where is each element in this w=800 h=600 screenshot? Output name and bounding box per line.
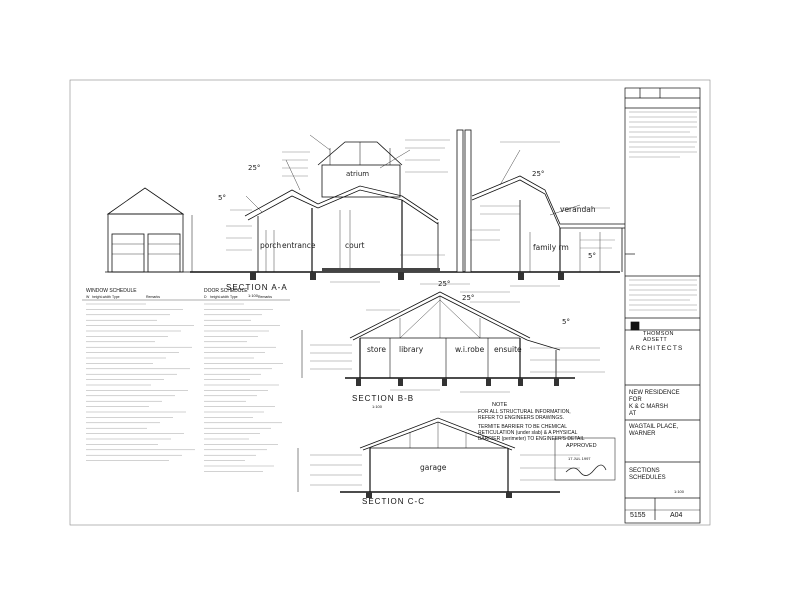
note-title: NOTE [492,402,508,408]
section-cc-notes [310,411,580,486]
window-schedule-rows [82,299,200,461]
room-label-porch: porch [260,241,281,250]
section-bb-scale: 1:100 [372,404,383,409]
door-schedule-title: DOOR SCHEDULE [204,288,248,294]
stamp-date: 17 JUL 1997 [568,456,591,461]
sheet-border [69,79,711,526]
project-line: K & C MARSH [629,404,668,410]
door-col-d: D [204,295,207,299]
project-line: WARNER [629,431,656,437]
room-label-family: family rm [533,243,569,252]
room-label-store: store [367,345,386,354]
door-schedule-rows [200,299,290,472]
project-line: NEW RESIDENCE [629,390,680,396]
firm-name-3: ARCHITECTS [630,345,684,352]
sheet-title: SECTIONS [629,468,660,474]
section-bb [301,291,575,386]
note-line: TERMITE BARRIER TO BE CHEMICAL [478,424,567,430]
section-bb-notes [310,291,605,393]
section-bb-title: SECTION B-B [352,394,414,403]
pitch-label: 25° [438,280,450,288]
schedule-titles: WINDOW SCHEDULE W height-width Type Rema… [86,288,272,299]
approval-stamp: APPROVED 17 JUL 1997 [565,443,607,476]
room-label-entrance: entrance [282,241,316,250]
section-aa-notes [226,139,615,287]
room-label-library: library [399,345,424,354]
note-line: BARRIER (perimeter) TO ENGINEER'S DETAIL [478,436,585,442]
room-label-wirobe: w.i.robe [455,345,485,354]
window-col-type: Type [112,295,120,299]
roof-pitch-labels: 25° 25° 5° 25° 25° 5° 5° [218,164,596,326]
section-cc-title: SECTION C-C [362,497,425,506]
note-line: RETICULATION (under slab) & A PHYSICAL [478,430,578,436]
project-line: AT [629,411,637,417]
project-line: FOR [629,397,642,403]
window-col-size: height-width [92,295,111,299]
window-schedule-title: WINDOW SCHEDULE [86,288,137,294]
pitch-label: 25° [248,164,260,172]
section-cc [297,417,560,498]
project-line: WAGTAIL PLACE, [629,424,678,430]
pitch-label: 5° [218,194,226,202]
drawing-number: A04 [670,512,683,519]
section-titles: SECTION A-A 1:100 SECTION B-B 1:100 SECT… [226,283,425,506]
approval-stamp-box [554,437,616,481]
window-col-remarks: Remarks [146,295,160,299]
pitch-label: 25° [462,294,474,302]
sheet-title: SCHEDULES [629,475,666,481]
sheet-scale: 1:100 [674,489,685,494]
stamp-title: APPROVED [566,443,597,449]
room-label-atrium: atrium [346,170,369,178]
section-aa-scale: 1:100 [248,293,259,298]
room-label-court: court [345,241,365,250]
window-col-w: W [86,295,90,299]
pitch-label: 5° [588,252,596,260]
room-label-garage: garage [420,463,447,472]
room-label-ensuite: ensuite [494,345,522,354]
section-aa-title: SECTION A-A [226,283,288,292]
note-line: REFER TO ENGINEERS DRAWINGS. [478,415,564,421]
pitch-label: 5° [562,318,570,326]
title-block: THOMSON ADSETT ARCHITECTS NEW RESIDENCE … [629,331,685,519]
title-block-ruled-lines [629,111,697,311]
title-block-frame [624,87,701,524]
room-label-verandah: verandah [560,205,596,214]
job-number: 5155 [630,512,646,519]
stamp-signature [565,464,607,476]
door-col-size: height-width [210,295,229,299]
door-col-remarks: Remarks [258,295,272,299]
door-col-type: Type [230,295,238,299]
room-labels: atrium porch entrance court family rm ve… [260,170,596,472]
firm-name-1: THOMSON [643,331,674,337]
note-line: FOR ALL STRUCTURAL INFORMATION, [478,409,571,415]
pitch-label: 25° [532,170,544,178]
section-aa [105,129,625,280]
general-note: NOTE FOR ALL STRUCTURAL INFORMATION, REF… [478,402,585,442]
firm-name-2: ADSETT [643,337,667,343]
